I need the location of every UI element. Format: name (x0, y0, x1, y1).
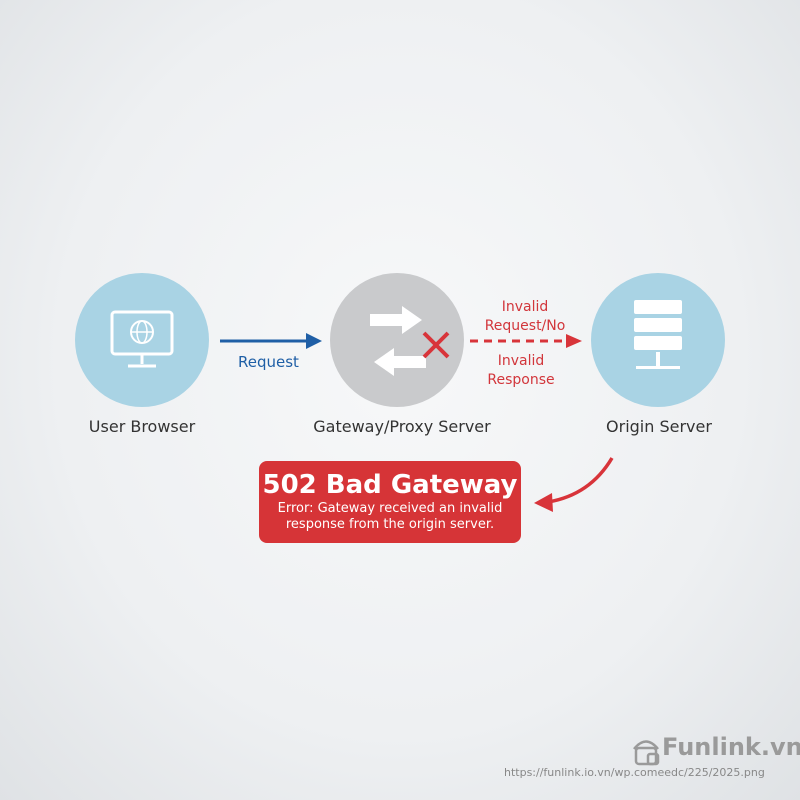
error-return-arrow (534, 457, 614, 512)
invalid-line-3: Invalid (497, 353, 545, 369)
user-browser-node (75, 273, 209, 407)
error-box: 502 Bad Gateway Error: Gateway received … (259, 461, 521, 543)
invalid-response-label: Invalid Response (466, 352, 576, 390)
server-stack-icon (634, 300, 682, 369)
invalid-line-4: Response (487, 372, 555, 388)
funlink-logo-icon (633, 740, 660, 766)
watermark-url: https://funlink.io.vn/wp.comeedc/225/202… (504, 766, 765, 779)
error-x-icon (422, 331, 450, 359)
user-browser-label: User Browser (88, 417, 196, 436)
request-arrow (220, 333, 322, 349)
gateway-label: Gateway/Proxy Server (313, 417, 491, 436)
invalid-line-1: Invalid (501, 299, 549, 315)
invalid-response-arrow (470, 334, 582, 348)
request-label: Request (238, 353, 299, 371)
swap-arrows-icon (370, 306, 426, 376)
invalid-line-2: Request/No (484, 318, 566, 334)
error-line-1: Error: Gateway received an invalid (277, 501, 503, 516)
error-line-2: response from the origin server. (285, 517, 495, 532)
error-title: 502 Bad Gateway (262, 470, 518, 500)
origin-server-label: Origin Server (606, 417, 712, 436)
invalid-request-label: Invalid Request/No (470, 298, 580, 336)
watermark-brand: Funlink.vn (662, 733, 800, 761)
monitor-globe-icon (110, 310, 174, 368)
